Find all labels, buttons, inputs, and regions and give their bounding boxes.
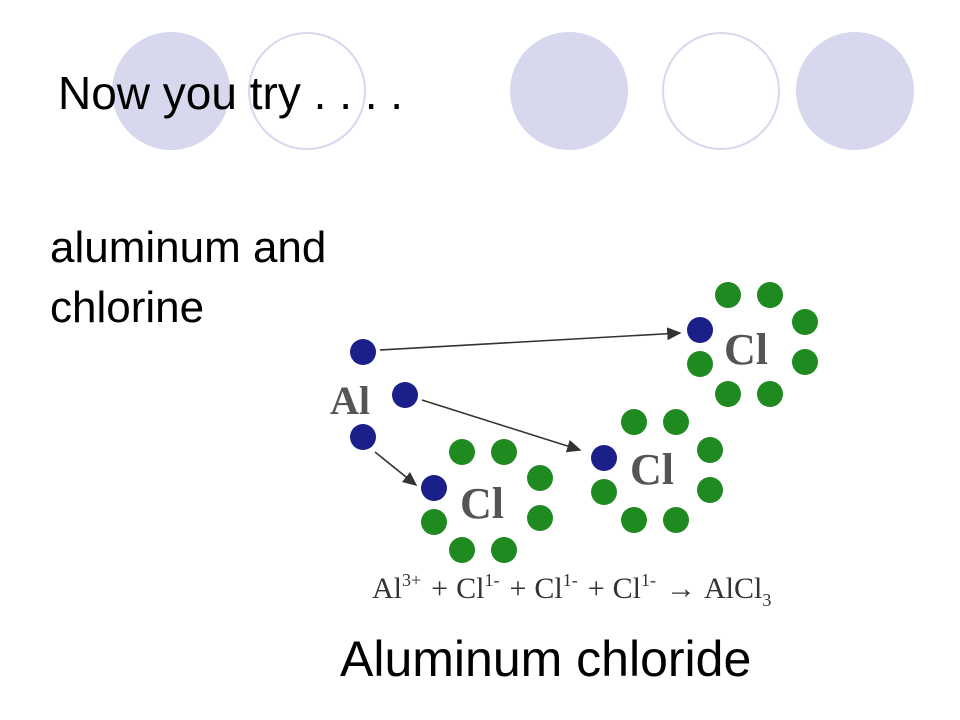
transfer-arrow-3 xyxy=(374,451,418,487)
cl3-electron xyxy=(491,537,517,563)
al-electron-2 xyxy=(392,382,418,408)
cl1-electron xyxy=(687,351,713,377)
cl2-electron xyxy=(663,409,689,435)
transferred-electron-1 xyxy=(687,317,713,343)
eq-cl-charge-1: 1- xyxy=(484,570,499,590)
cl2-electron xyxy=(697,477,723,503)
cl2-electron xyxy=(663,507,689,533)
cl3-electron xyxy=(491,439,517,465)
decor-ring-2 xyxy=(662,32,780,150)
subtitle-line-2: chlorine xyxy=(50,283,205,332)
donor-atom-label: Al xyxy=(330,378,370,423)
eq-cl-charge-2: 1- xyxy=(563,570,578,590)
decor-ring-1 xyxy=(248,32,366,150)
cl2-electron xyxy=(621,409,647,435)
eq-cl-symbol-3: Cl xyxy=(613,572,641,605)
chemical-equation: Al3++Cl1-+Cl1-+Cl1-→AlCl3 xyxy=(372,570,771,610)
eq-cl-charge-3: 1- xyxy=(641,570,656,590)
compound-caption: Aluminum chloride xyxy=(340,631,752,687)
chlorine-atom-1: Cl xyxy=(687,282,818,407)
eq-plus-2: + xyxy=(509,572,526,605)
al-electron-3 xyxy=(350,424,376,450)
chlorine-label-2: Cl xyxy=(630,445,674,494)
eq-arrow: → xyxy=(666,572,696,605)
eq-plus-1: + xyxy=(431,572,448,605)
decor-circle-1 xyxy=(112,32,230,150)
decor-circle-3 xyxy=(796,32,914,150)
cl3-electron xyxy=(449,439,475,465)
transfer-arrow-1 xyxy=(379,327,682,351)
cl3-electron xyxy=(449,537,475,563)
cl2-electron xyxy=(621,507,647,533)
slide-title: Now you try . . . . xyxy=(58,67,404,119)
eq-plus-3: + xyxy=(588,572,605,605)
cl1-electron xyxy=(757,381,783,407)
eq-product-symbol: AlCl xyxy=(704,572,762,605)
transferred-electron-2 xyxy=(591,445,617,471)
chlorine-label-3: Cl xyxy=(460,479,504,528)
eq-al-charge: 3+ xyxy=(402,570,421,590)
eq-cl-symbol-2: Cl xyxy=(534,572,562,605)
chlorine-label-1: Cl xyxy=(724,325,768,374)
eq-al-symbol: Al xyxy=(372,572,402,605)
chlorine-atom-2: Cl xyxy=(591,409,723,533)
cl1-electron xyxy=(715,282,741,308)
chlorine-atom-3: Cl xyxy=(421,439,553,563)
transferred-electron-3 xyxy=(421,475,447,501)
eq-product-subscript: 3 xyxy=(762,590,771,610)
al-electron-1 xyxy=(350,339,376,365)
cl2-electron xyxy=(697,437,723,463)
cl1-electron xyxy=(792,349,818,375)
slide-subtitle: aluminum and chlorine xyxy=(50,218,326,338)
eq-cl-symbol-1: Cl xyxy=(456,572,484,605)
cl3-electron xyxy=(527,505,553,531)
cl1-electron xyxy=(792,309,818,335)
cl1-electron xyxy=(757,282,783,308)
transfer-arrow-2 xyxy=(421,399,582,453)
subtitle-line-1: aluminum and xyxy=(50,223,327,272)
decor-circle-2 xyxy=(510,32,628,150)
cl2-electron xyxy=(591,479,617,505)
cl1-electron xyxy=(715,381,741,407)
cl3-electron xyxy=(527,465,553,491)
cl3-electron xyxy=(421,509,447,535)
